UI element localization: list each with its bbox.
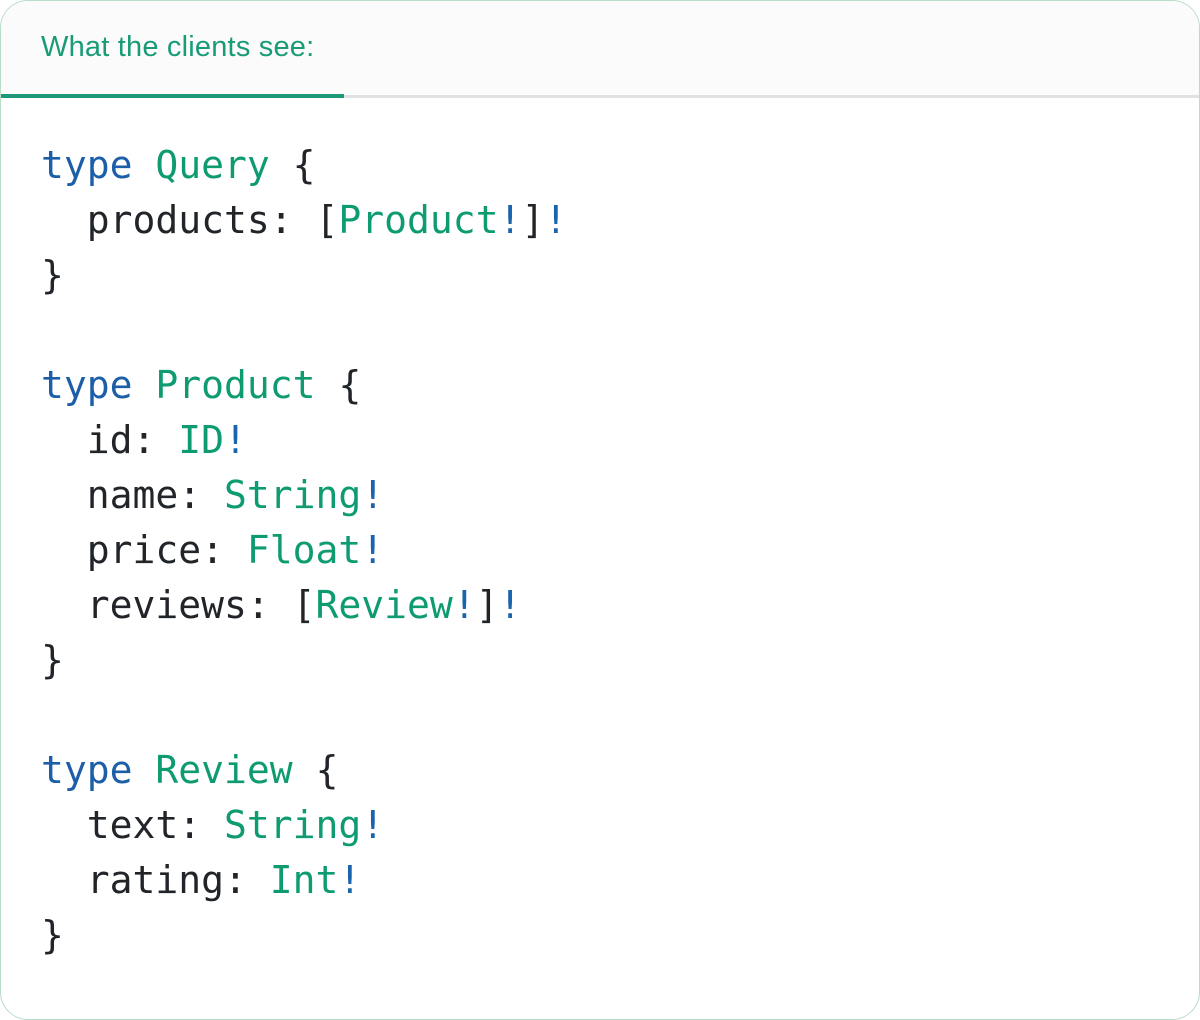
code-token: !: [224, 418, 247, 462]
code-line: name: String!: [41, 468, 1159, 523]
code-token: {: [269, 143, 316, 187]
code-token: rating:: [41, 858, 270, 902]
code-token: Float: [246, 528, 362, 572]
code-token: !: [498, 583, 522, 627]
code-line: }: [41, 248, 1159, 303]
code-token: Query: [155, 143, 270, 187]
code-line: [41, 688, 1159, 743]
code-token: Product: [155, 363, 316, 407]
code-token: Review: [155, 748, 293, 792]
code-line: rating: Int!: [41, 853, 1159, 908]
code-token: {: [292, 748, 339, 792]
code-token: text:: [41, 803, 225, 847]
code-token: type: [41, 363, 133, 407]
code-token: [133, 143, 156, 187]
code-token: id:: [41, 418, 179, 462]
code-line: type Product {: [41, 358, 1159, 413]
code-token: !: [544, 198, 568, 242]
code-token: !: [338, 858, 362, 902]
graphql-schema-code: type Query { products: [Product!]!}type …: [41, 138, 1159, 963]
code-token: }: [41, 913, 64, 957]
code-token: !: [452, 583, 476, 627]
code-token: }: [41, 638, 64, 682]
code-token: Review: [315, 583, 453, 627]
code-token: !: [361, 473, 385, 517]
tab-what-clients-see[interactable]: What the clients see:: [1, 1, 345, 98]
tab-bar-filler: [344, 1, 1199, 95]
code-token: Product: [338, 198, 499, 242]
code-token: price:: [41, 528, 247, 572]
code-line: }: [41, 908, 1159, 963]
code-token: }: [41, 253, 64, 297]
code-token: Int: [269, 858, 339, 902]
code-token: [133, 748, 156, 792]
code-line: }: [41, 633, 1159, 688]
code-line: type Query {: [41, 138, 1159, 193]
tab-label: What the clients see:: [41, 31, 315, 63]
code-token: type: [41, 748, 133, 792]
code-line: id: ID!: [41, 413, 1159, 468]
code-block: type Query { products: [Product!]!}type …: [1, 98, 1199, 963]
code-token: {: [315, 363, 362, 407]
code-line: reviews: [Review!]!: [41, 578, 1159, 633]
code-line: type Review {: [41, 743, 1159, 798]
tab-bar: What the clients see:: [1, 1, 1199, 98]
code-line: text: String!: [41, 798, 1159, 853]
code-token: type: [41, 143, 133, 187]
code-token: name:: [41, 473, 225, 517]
code-token: ]: [475, 583, 499, 627]
code-token: reviews: [: [41, 583, 316, 627]
code-token: !: [361, 803, 385, 847]
code-line: price: Float!: [41, 523, 1159, 578]
code-token: products: [: [41, 198, 339, 242]
code-line: [41, 303, 1159, 358]
code-token: ID: [178, 418, 225, 462]
code-token: ]: [521, 198, 545, 242]
code-token: !: [498, 198, 522, 242]
code-token: !: [361, 528, 385, 572]
code-token: String: [224, 803, 362, 847]
code-token: [133, 363, 156, 407]
code-line: products: [Product!]!: [41, 193, 1159, 248]
code-token: String: [224, 473, 362, 517]
